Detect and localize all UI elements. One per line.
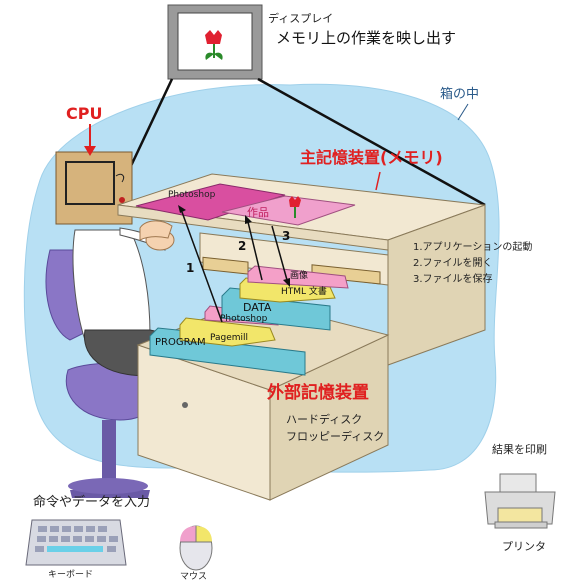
folder-image-label: 画像 (290, 271, 309, 281)
drawer-left (202, 256, 249, 275)
folder-data-label: DATA (243, 301, 272, 314)
keyboard-icon (25, 519, 127, 566)
memory-pointer (375, 171, 381, 191)
folder-html-label: HTML 文書 (281, 287, 327, 297)
desk-side (387, 204, 486, 366)
floppy-disk-label: フロッピーディスク (286, 430, 385, 443)
arrow-3-label: 3 (282, 229, 291, 243)
printer-label: プリンタ (502, 540, 546, 553)
cabinet-knob (182, 402, 188, 408)
display-description: メモリ上の作業を映し出す (276, 29, 457, 47)
memory-label: 主記憶装置(メモリ) (300, 148, 443, 167)
monitor-line-right (257, 77, 486, 207)
folder-pagemill (179, 317, 276, 347)
hard-disk-label: ハードディスク (286, 413, 363, 426)
arrow-2-label: 2 (238, 239, 247, 253)
printer-icon (484, 473, 556, 529)
mouse-label: マウス (180, 572, 208, 582)
arrow-1 (178, 205, 223, 323)
step-2: 2.ファイルを開く (413, 258, 493, 269)
folder-program-label: PROGRAM (155, 337, 206, 348)
folder-image (247, 265, 349, 289)
display-monitor (167, 4, 263, 80)
arrow-2 (245, 215, 263, 281)
step-3: 3.ファイルを保存 (413, 274, 493, 285)
folder-html (239, 277, 336, 303)
tulip-small-icon (289, 196, 301, 218)
hands (139, 220, 173, 241)
arrow-1-label: 1 (186, 261, 195, 275)
print-label: 結果を印刷 (492, 443, 547, 456)
arrow-3 (271, 225, 290, 287)
box-label: 箱の中 (440, 87, 480, 102)
monitor-line-left (128, 78, 174, 169)
memory-work-label: 作品 (247, 206, 269, 219)
folder-photoshop-label: Photoshop (220, 314, 268, 324)
cpu-label: CPU (66, 104, 103, 123)
memory-photoshop-label: Photoshop (168, 190, 216, 200)
input-label: 命令やデータを入力 (33, 495, 151, 510)
external-storage-label: 外部記憶装置 (267, 383, 369, 403)
memory-work-area (221, 195, 356, 226)
tulip-icon (205, 30, 223, 60)
folder-pagemill-label: Pagemill (210, 333, 249, 343)
display-label: ディスプレイ (268, 12, 334, 25)
mouse-icon (179, 525, 213, 571)
box-pointer (457, 103, 469, 121)
keyboard-label: キーボード (48, 570, 94, 580)
step-1: 1.アプリケーションの起動 (413, 242, 533, 253)
